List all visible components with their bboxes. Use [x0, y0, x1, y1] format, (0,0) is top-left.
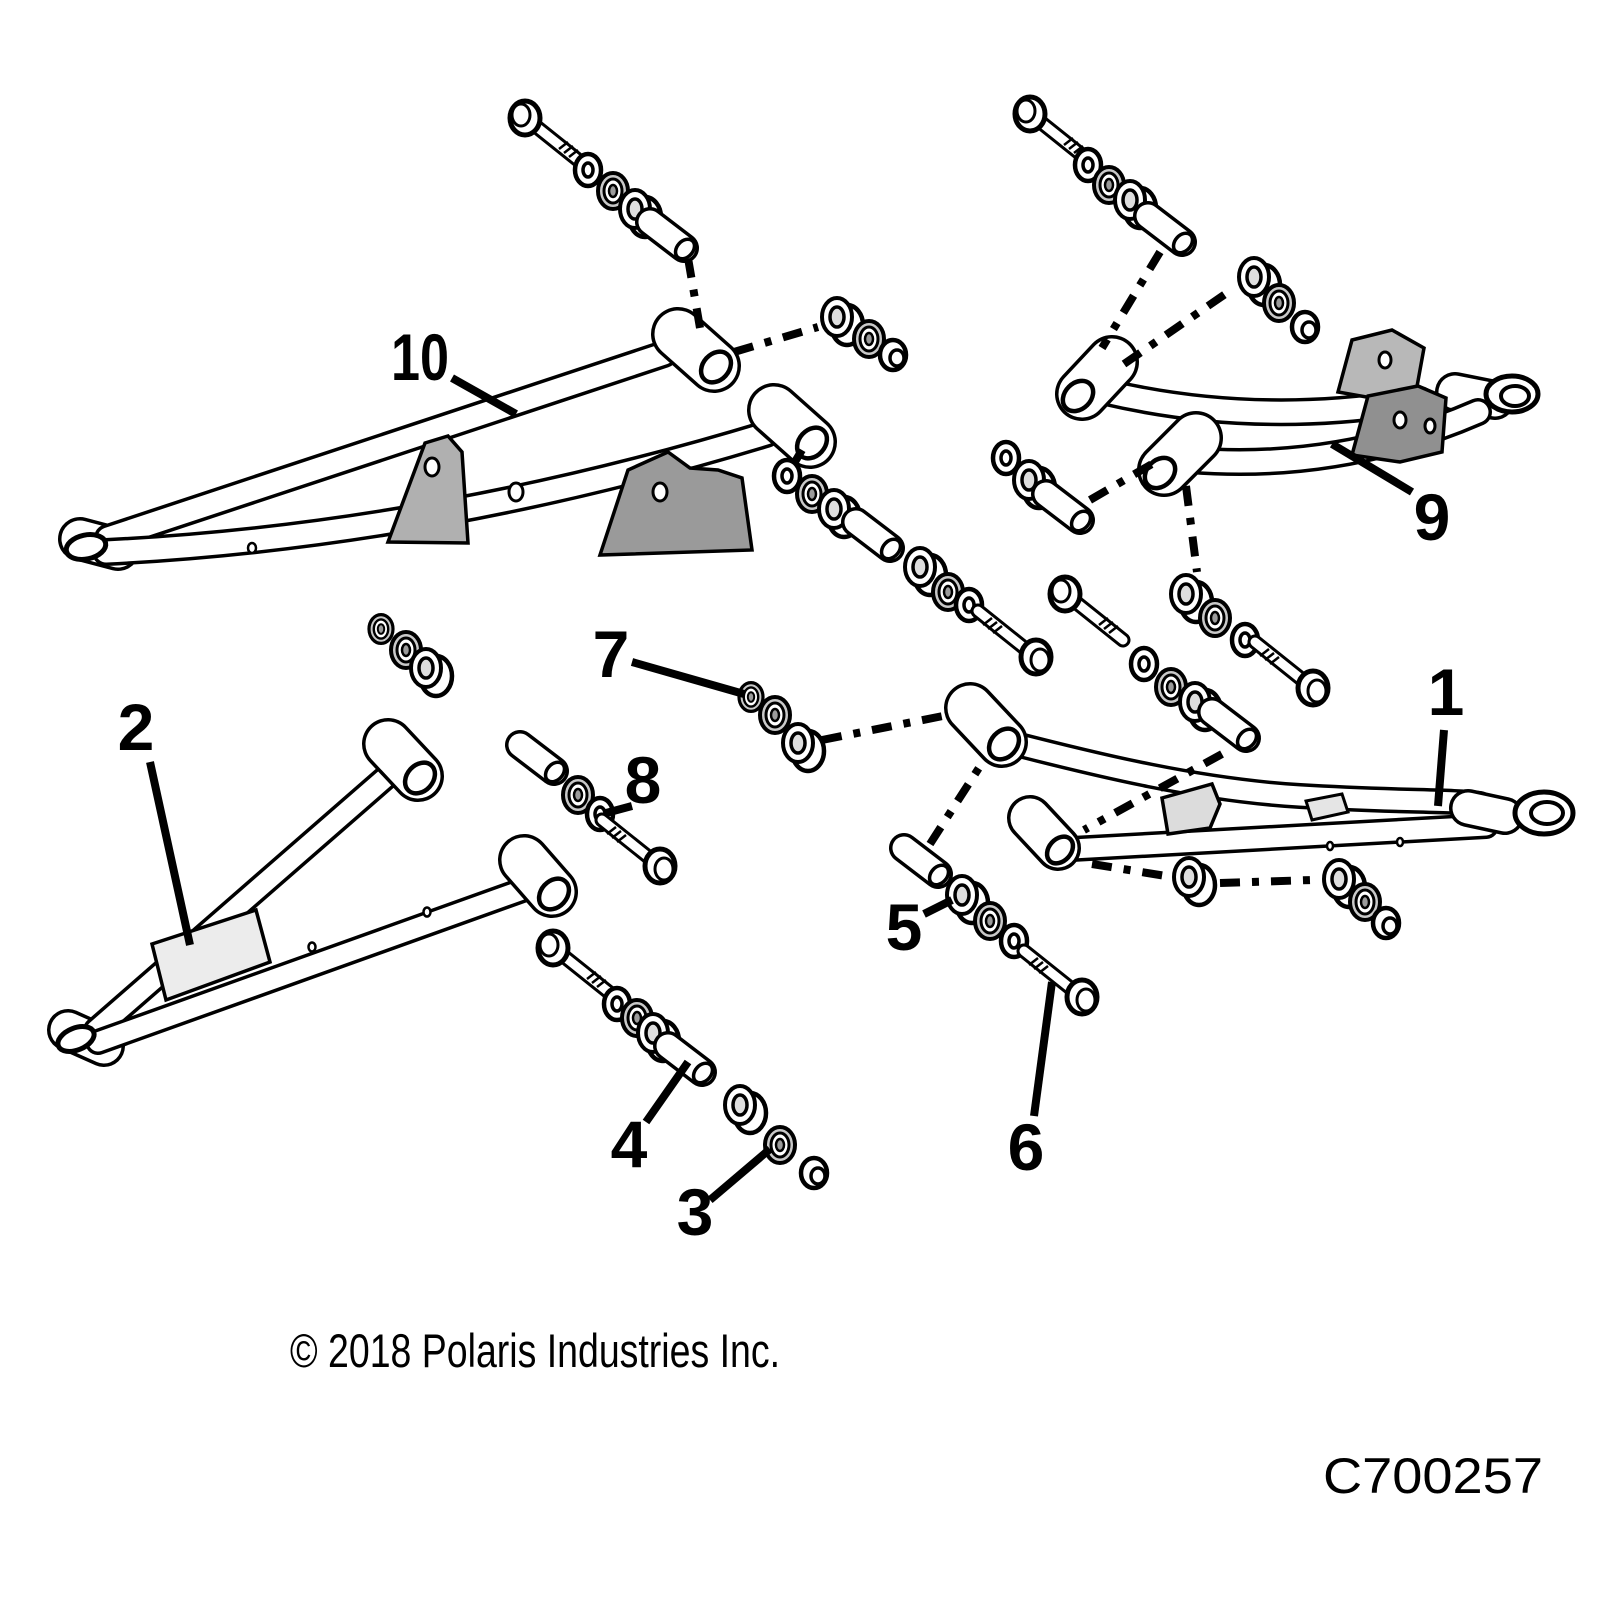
callout-label-9: 9 — [1414, 480, 1451, 554]
flanged-washer — [763, 1125, 797, 1165]
bolt — [538, 931, 611, 994]
washer — [575, 154, 601, 186]
pivot-bore — [1060, 378, 1096, 414]
flanged-washer — [1262, 283, 1296, 323]
upper-control-arm-left — [58, 307, 837, 571]
copyright-notice: © 2018 Polaris Industries Inc. — [290, 1324, 780, 1377]
flanged-washer — [1198, 598, 1232, 638]
spacer-tube — [904, 848, 952, 889]
bolt — [1024, 951, 1097, 1014]
end-cap — [1373, 908, 1399, 938]
bushing — [411, 649, 452, 696]
callout-1: 1 — [1428, 655, 1465, 807]
callout-label-8: 8 — [625, 743, 662, 817]
bolt — [510, 101, 583, 164]
mount-tab — [1304, 792, 1350, 822]
callout-3: 3 — [677, 1145, 773, 1249]
bolt — [1255, 642, 1328, 705]
bushing — [725, 1086, 766, 1133]
callout-label-2: 2 — [118, 690, 155, 764]
bolt — [1050, 577, 1123, 640]
end-cap — [880, 340, 906, 370]
spacer-tube — [1148, 216, 1196, 257]
callout-6: 6 — [1008, 981, 1056, 1184]
flanged-washer — [758, 695, 792, 735]
nut — [367, 612, 395, 646]
callout-label-1: 1 — [1428, 655, 1465, 729]
callout-5: 5 — [886, 890, 954, 964]
callout-7: 7 — [593, 617, 746, 698]
pivot-bore — [536, 876, 572, 912]
cross-plate — [149, 907, 273, 1003]
bolt — [978, 611, 1051, 674]
ball-joint-eye — [63, 532, 109, 562]
callout-label-4: 4 — [611, 1107, 648, 1181]
washer — [1131, 648, 1157, 680]
upper-control-arm-right — [1055, 328, 1541, 497]
lower-control-arm-left — [47, 718, 578, 1067]
pivot-bore — [402, 760, 438, 796]
bolt — [1015, 97, 1088, 160]
assembly-alignment-lines — [684, 249, 1313, 887]
callout-label-3: 3 — [677, 1175, 714, 1249]
pivot-bore — [1044, 834, 1076, 866]
callout-2: 2 — [118, 690, 194, 946]
diagram-reference-code: C700257 — [1323, 1448, 1543, 1504]
callout-label-5: 5 — [886, 890, 923, 964]
spacer-tube — [520, 745, 568, 786]
callout-4: 4 — [611, 1059, 692, 1181]
end-cap — [801, 1158, 827, 1188]
bushing — [1174, 858, 1215, 905]
spacer-tube — [650, 222, 698, 263]
bolt — [602, 820, 675, 883]
end-cap — [1292, 312, 1318, 342]
shock-bracket — [597, 449, 755, 557]
callout-label-7: 7 — [593, 617, 630, 691]
shock-bracket — [385, 433, 470, 545]
callouts: 1 2 3 4 5 6 7 8 — [118, 320, 1465, 1249]
ball-joint-eye — [55, 1024, 97, 1054]
lower-control-arm-right — [944, 682, 1576, 871]
callout-label-6: 6 — [1008, 1110, 1045, 1184]
spacer-tube — [1212, 712, 1260, 753]
spacer-tube — [856, 522, 904, 563]
callout-label-10: 10 — [391, 320, 449, 394]
fastener-hardware — [367, 97, 1399, 1188]
callout-10: 10 — [391, 320, 518, 418]
spacer-tube — [1046, 494, 1094, 535]
pivot-bore — [986, 726, 1022, 762]
gusset-plate — [1160, 781, 1222, 836]
callout-8: 8 — [604, 743, 662, 817]
pivot-bore — [698, 349, 734, 385]
callout-9: 9 — [1329, 440, 1451, 554]
bushing — [783, 724, 824, 771]
